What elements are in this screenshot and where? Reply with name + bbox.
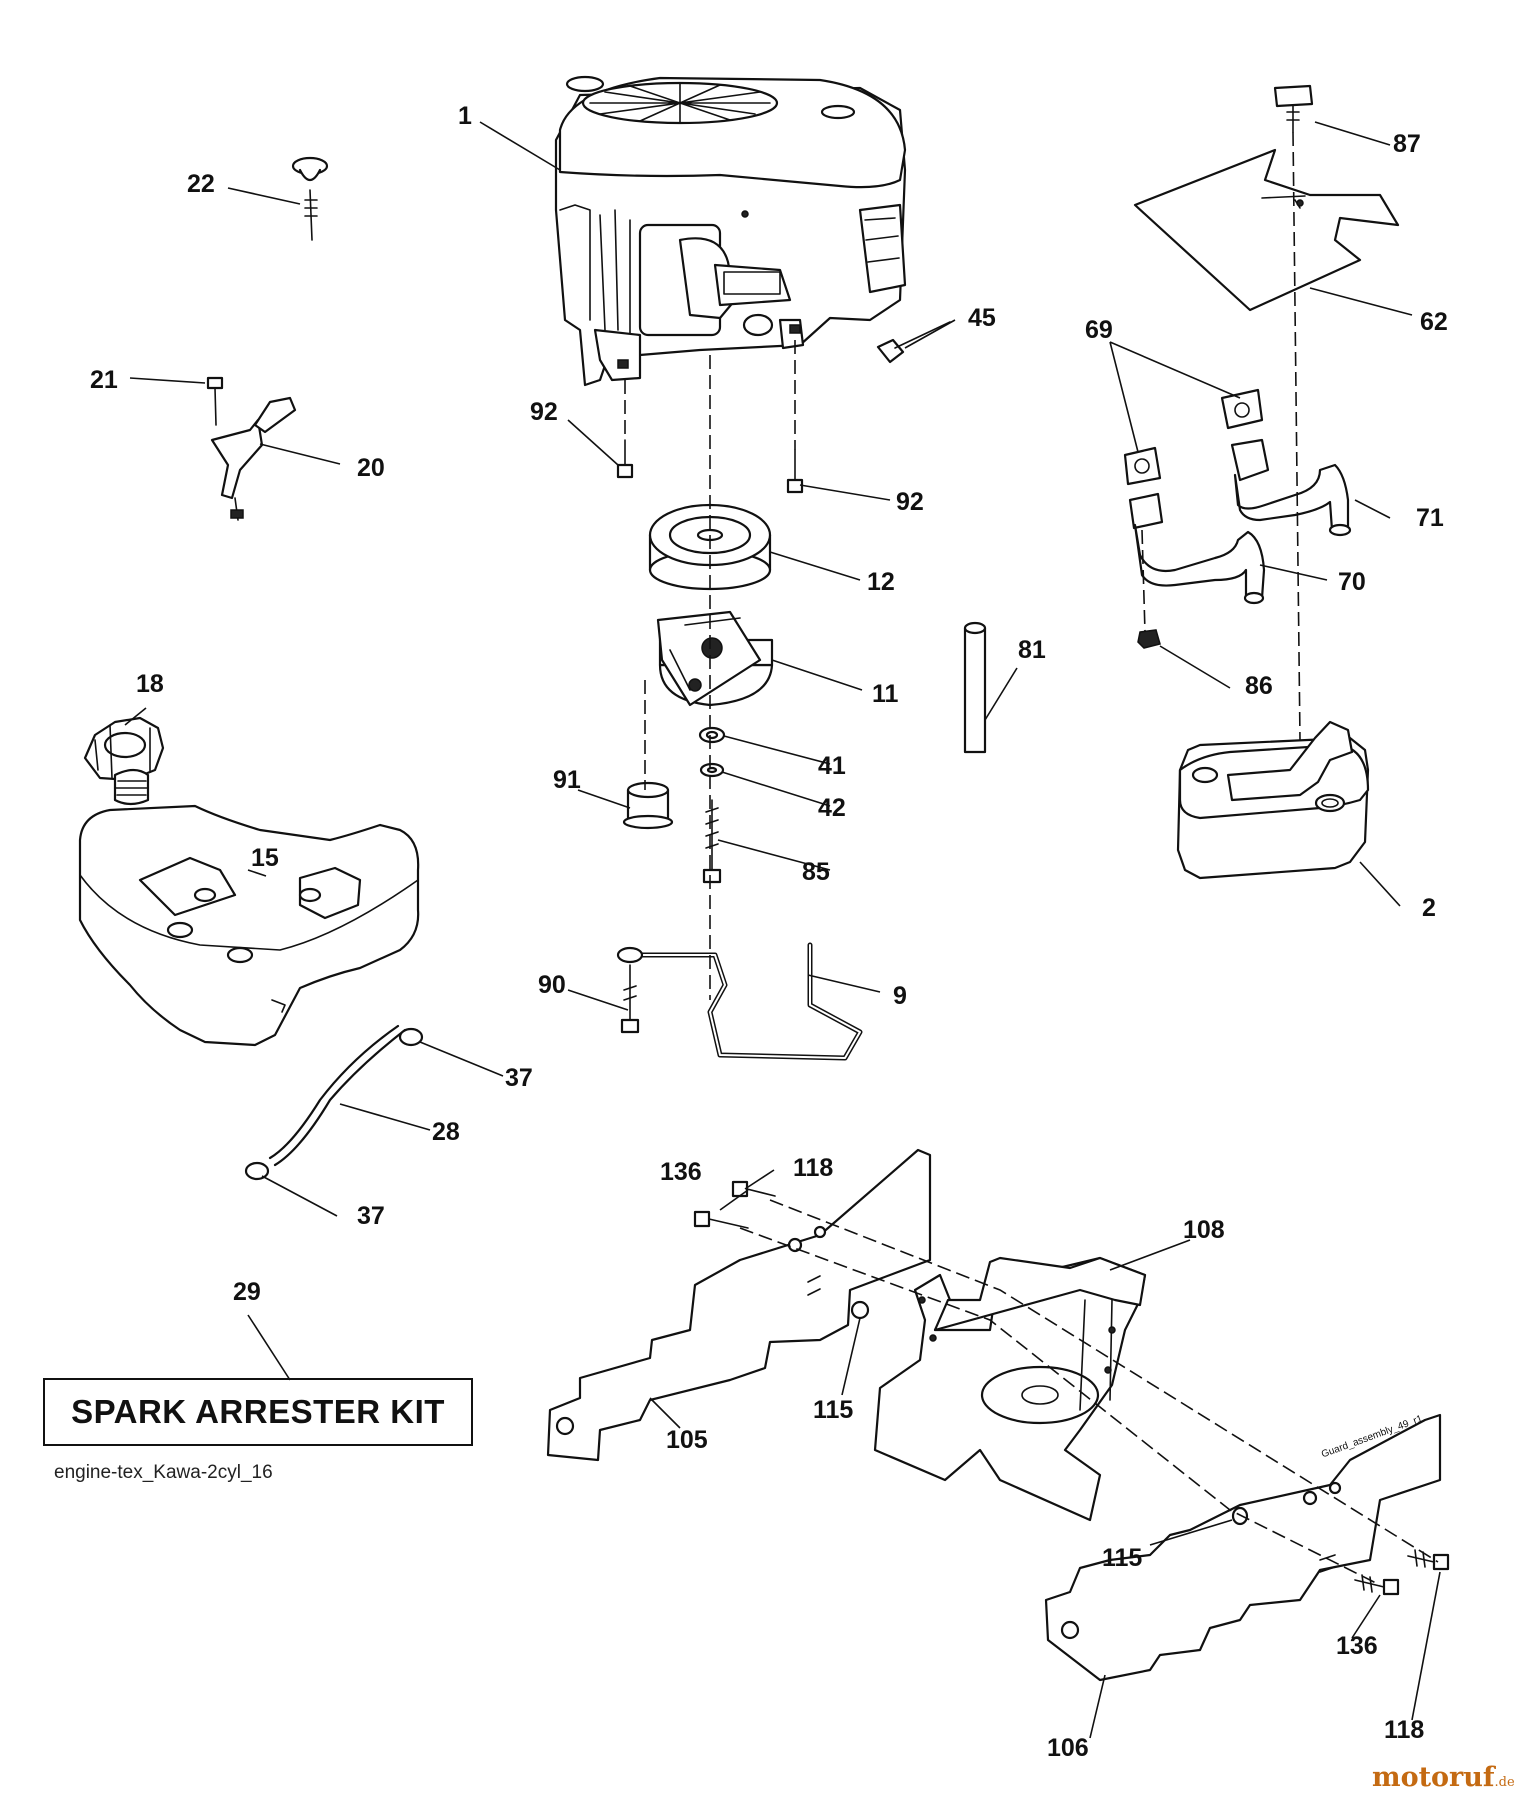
part-92-bolt-right	[786, 449, 804, 494]
callout-69: 69	[1085, 316, 1113, 344]
callout-90: 90	[538, 971, 566, 999]
callout-136-lower: 136	[1336, 1632, 1378, 1660]
part-92-bolt-left	[616, 439, 634, 479]
callout-18: 18	[136, 670, 164, 698]
callout-70: 70	[1338, 568, 1366, 596]
part-70-pipe	[1128, 492, 1266, 605]
part-15-tank	[78, 768, 420, 1047]
callout-108: 108	[1183, 1216, 1225, 1244]
part-45-plug	[876, 321, 951, 364]
callout-71: 71	[1416, 504, 1444, 532]
part-105-guard	[546, 1148, 932, 1462]
part-85-bolt	[702, 799, 722, 884]
part-118-bolt-lower	[1407, 1549, 1450, 1571]
spark-arrester-kit-box: SPARK ARRESTER KIT	[43, 1378, 473, 1446]
part-90-bolt	[620, 964, 640, 1034]
part-136-bolt-lower	[1354, 1574, 1400, 1596]
part-71-pipe	[1230, 438, 1352, 537]
part-87-knob	[1273, 84, 1314, 133]
callout-105: 105	[666, 1426, 708, 1454]
callout-11: 11	[872, 680, 899, 708]
callout-42: 42	[818, 794, 846, 822]
callout-115-upper: 115	[813, 1396, 854, 1424]
watermark-main: motoruf	[1372, 1762, 1495, 1793]
callout-86: 86	[1245, 672, 1273, 700]
callout-28: 28	[432, 1118, 460, 1146]
callout-22: 22	[187, 170, 215, 198]
callout-37-lower: 37	[357, 1202, 385, 1230]
assembly-center-lines	[624, 131, 1439, 1586]
callout-91: 91	[553, 766, 581, 794]
part-115-washer-upper	[850, 1300, 870, 1320]
callout-29: 29	[233, 1278, 261, 1306]
callout-115-lower: 115	[1102, 1544, 1143, 1572]
part-18-cap	[83, 716, 165, 782]
callout-136-upper: 136	[660, 1158, 702, 1186]
part-118-bolt-upper	[731, 1180, 776, 1198]
callout-45: 45	[968, 304, 996, 332]
callout-20: 20	[357, 454, 385, 482]
watermark-logo: motoruf.de	[1372, 1762, 1515, 1793]
part-115-washer-lower	[1231, 1506, 1249, 1526]
part-9-bracket	[616, 942, 863, 1061]
part-81-rod	[963, 621, 987, 754]
part-2-muffler	[1176, 720, 1370, 880]
callout-85: 85	[802, 858, 830, 886]
callout-62: 62	[1420, 308, 1448, 336]
part-28-hose	[268, 1024, 407, 1167]
part-37-clamp-upper	[398, 1027, 424, 1047]
spark-arrester-kit-label: SPARK ARRESTER KIT	[71, 1393, 445, 1430]
part-86-nut	[1137, 629, 1161, 649]
part-69-gasket-b	[1123, 446, 1162, 486]
callout-12: 12	[867, 568, 895, 596]
callout-106: 106	[1047, 1734, 1089, 1762]
callout-1: 1	[458, 102, 472, 130]
callout-9: 9	[893, 982, 907, 1010]
callout-37-upper: 37	[505, 1064, 533, 1092]
callout-92-left: 92	[530, 398, 558, 426]
part-41-washer	[698, 726, 726, 744]
callout-21: 21	[90, 366, 118, 394]
callout-92-right: 92	[896, 488, 924, 516]
part-21-bolt	[206, 376, 224, 426]
engine	[554, 75, 907, 387]
part-22-knob	[291, 156, 329, 241]
callout-87: 87	[1393, 130, 1421, 158]
callout-118-lower: 118	[1384, 1716, 1425, 1744]
drawing-id-label: engine-tex_Kawa-2cyl_16	[54, 1462, 273, 1483]
part-106-guard	[1044, 1413, 1442, 1682]
part-136-bolt-upper	[693, 1210, 749, 1229]
part-108-shield	[873, 1256, 1147, 1522]
leader-lines	[124, 121, 1441, 1739]
part-37-clamp-lower	[244, 1161, 270, 1181]
callout-81: 81	[1018, 636, 1046, 664]
callout-118-upper: 118	[793, 1154, 834, 1182]
part-62-shield	[1133, 148, 1400, 312]
callout-2: 2	[1422, 894, 1436, 922]
watermark-suffix: .de	[1494, 1775, 1515, 1790]
callout-15: 15	[251, 844, 279, 872]
part-20-throttle	[210, 396, 297, 521]
part-42-washer	[699, 762, 725, 778]
callout-41: 41	[818, 752, 846, 780]
part-69-gasket-a	[1220, 388, 1264, 430]
part-11-clutch	[656, 610, 774, 707]
part-91-spacer	[622, 781, 674, 830]
